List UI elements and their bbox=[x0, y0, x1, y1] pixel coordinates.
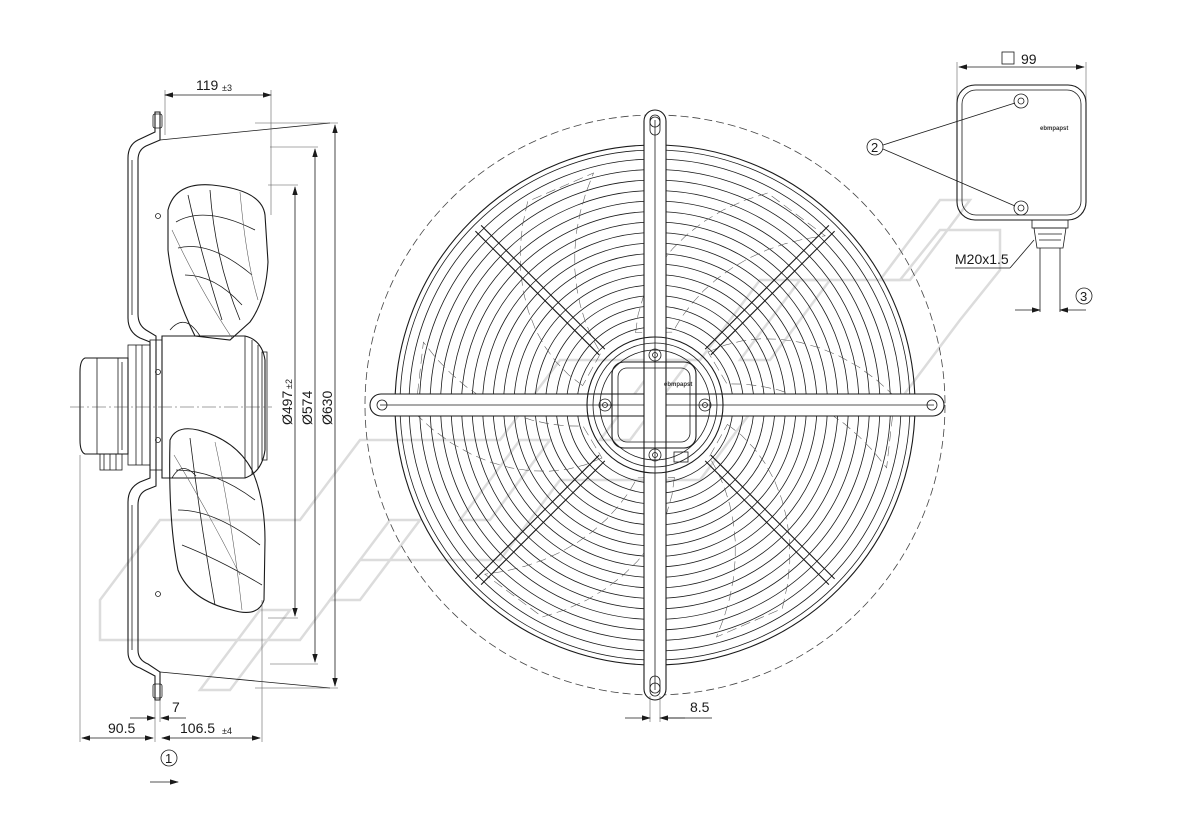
callout-1: 1 bbox=[150, 749, 179, 785]
front-hub: ebmpapst bbox=[586, 336, 724, 474]
callout-2: 2 bbox=[866, 102, 1016, 207]
dimension-diameters: Ø497 ±2 Ø574 Ø630 bbox=[255, 122, 338, 689]
dim-119: 119 bbox=[196, 77, 219, 93]
guard-spoke bbox=[704, 454, 835, 585]
dim-diameter-497-tol: ±2 bbox=[284, 379, 294, 389]
dim-8-5: 8.5 bbox=[690, 699, 710, 715]
watermark-logo bbox=[98, 198, 1002, 692]
impeller-blade-lower bbox=[169, 428, 266, 613]
guard-mounting-bars bbox=[369, 109, 945, 701]
guard-spokes bbox=[475, 225, 835, 585]
callout-2-label: 2 bbox=[871, 140, 878, 155]
callout-3: 3 bbox=[1015, 287, 1093, 313]
square-dimension-icon bbox=[1001, 51, 1015, 65]
callout-1-label: 1 bbox=[165, 751, 172, 766]
side-view: 119 ±3 Ø497 ±2 Ø574 Ø630 bbox=[70, 77, 338, 785]
dim-90-5: 90.5 bbox=[108, 720, 135, 736]
dim-99: 99 bbox=[1021, 51, 1037, 67]
dimension-depth-top: 119 ±3 bbox=[164, 77, 272, 215]
cable-gland bbox=[1031, 219, 1069, 312]
terminal-box: 99 ebmpapst 2 M20x1.5 bbox=[866, 51, 1093, 313]
dim-diameter-630: Ø630 bbox=[319, 391, 335, 425]
dim-diameter-574: Ø574 bbox=[299, 391, 315, 425]
dim-7: 7 bbox=[172, 699, 180, 715]
dim-106-5: 106.5 bbox=[180, 720, 215, 736]
terminal-box-logo: ebmpapst bbox=[1040, 126, 1068, 132]
gland-thread-text: M20x1.5 bbox=[955, 251, 1009, 267]
dim-diameter-497: Ø497 bbox=[279, 391, 295, 425]
guard-spoke bbox=[475, 454, 606, 585]
dimension-depth-bottom: 90.5 7 106.5 ±4 bbox=[79, 455, 263, 742]
dim-106-5-tol: ±4 bbox=[222, 726, 232, 736]
fan-blade bbox=[414, 341, 603, 472]
gland-thread-label: M20x1.5 bbox=[955, 239, 1035, 269]
terminal-box-body bbox=[956, 84, 1087, 221]
dimension-mount-width: 8.5 bbox=[625, 696, 712, 722]
outer-diameter-circle bbox=[364, 114, 946, 696]
front-view: ebmpapst 8.5 bbox=[364, 109, 946, 722]
impeller-blade-upper bbox=[167, 184, 269, 341]
callout-3-label: 3 bbox=[1080, 289, 1087, 304]
fan-blade bbox=[519, 172, 602, 387]
guard-spoke bbox=[475, 225, 606, 356]
hub-logo: ebmpapst bbox=[664, 382, 692, 388]
motor bbox=[79, 339, 163, 471]
dim-119-tol: ±3 bbox=[222, 83, 232, 93]
guard-spoke bbox=[704, 225, 835, 356]
mounting-plate bbox=[127, 111, 161, 701]
fan-blade bbox=[707, 338, 896, 469]
fan-blade bbox=[708, 423, 791, 638]
